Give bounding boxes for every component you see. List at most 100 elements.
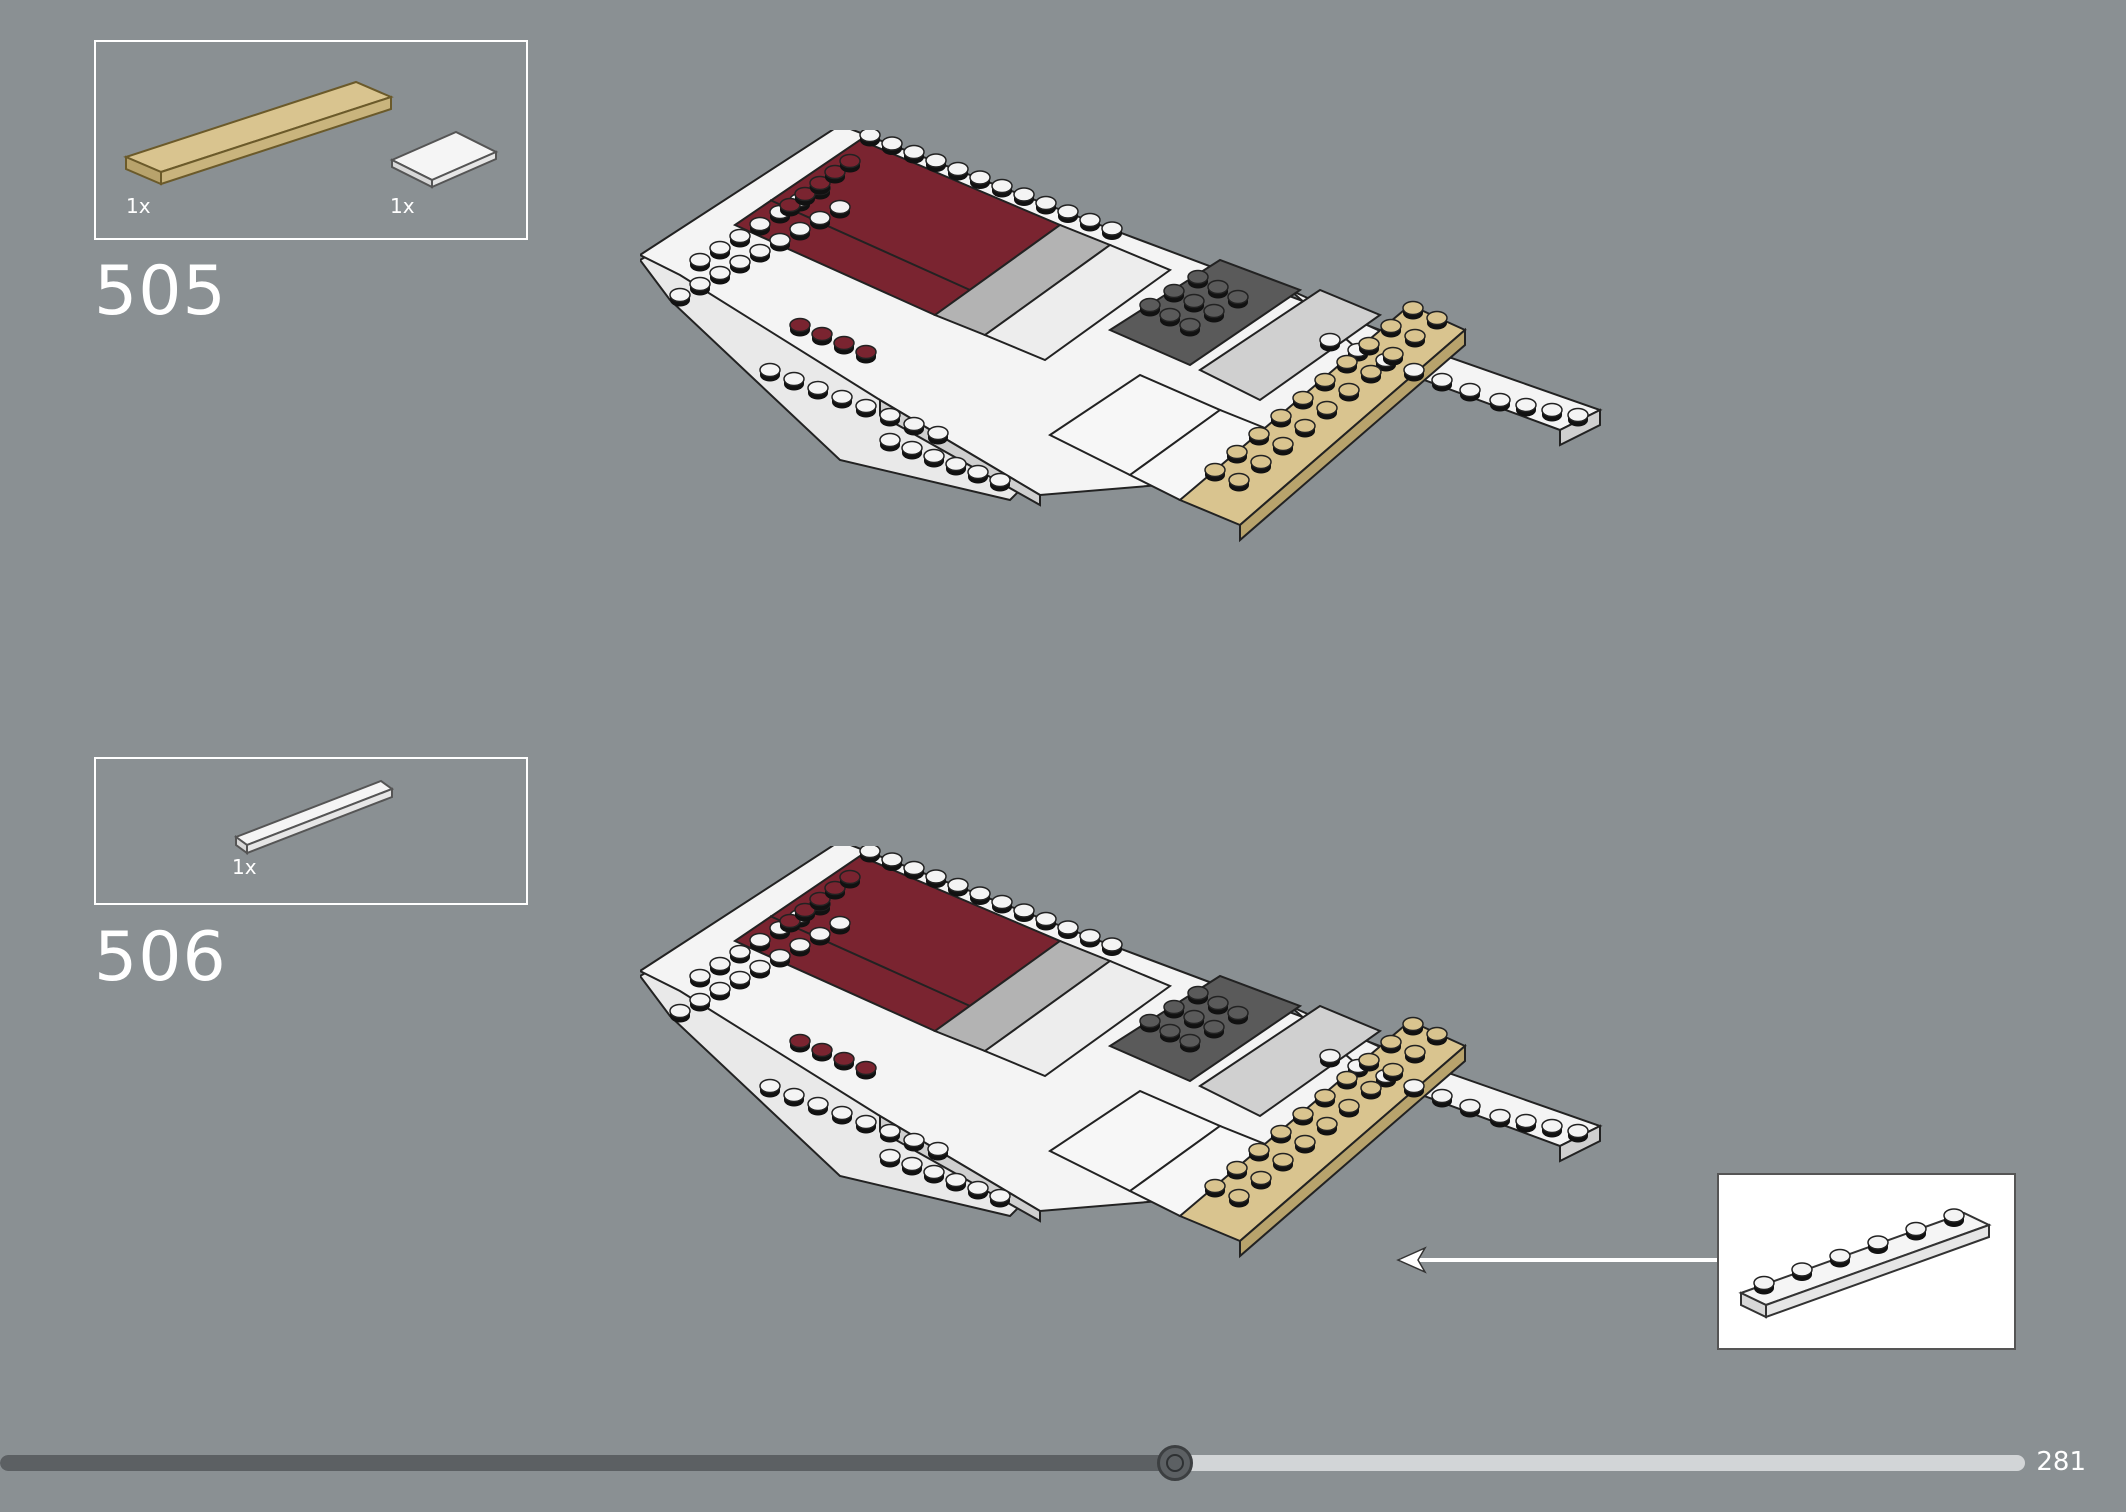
stud [729,254,751,274]
stud [1248,1142,1270,1162]
stud [1336,354,1358,374]
stud [1228,1188,1250,1208]
stud [689,276,711,296]
step-number: 505 [94,252,227,331]
stud [903,144,925,164]
stud [855,1114,877,1134]
stud [749,243,771,263]
stud [1404,328,1426,348]
stud [1294,418,1316,438]
stud [1382,1062,1404,1082]
stud [1316,400,1338,420]
stud [1431,372,1453,392]
stud [759,362,781,382]
stud [989,1188,1011,1208]
stud [903,860,925,880]
stud [689,992,711,1012]
stud [729,970,751,990]
stud [1057,920,1079,939]
stud [1360,364,1382,384]
stud [1013,903,1035,922]
stud [1035,195,1057,215]
stud [789,1033,811,1053]
stud [831,1105,853,1125]
step-number: 506 [94,918,227,997]
stud [709,265,731,285]
stud [689,252,711,272]
stud [1272,436,1294,456]
stud [1057,204,1079,223]
stud [1270,408,1292,428]
stud [749,959,771,979]
stud [1515,1113,1537,1133]
stud [1567,1123,1589,1143]
stud [1541,1118,1563,1138]
stud [1753,1275,1775,1295]
stud [925,153,947,172]
stud [1402,300,1424,320]
stud [927,425,949,445]
stud [879,407,901,427]
stud [881,136,903,155]
stud [1159,307,1181,327]
stud [1227,1005,1249,1025]
tan-plate-part [123,80,394,186]
stud [709,240,731,260]
parts-illustration [123,80,499,189]
stud [831,389,853,409]
stud [794,902,816,922]
stud [903,416,925,436]
stud [833,1051,855,1071]
stud [901,440,923,460]
stud [1101,937,1123,956]
stud [1228,472,1250,492]
stud [769,232,791,252]
stud [1203,303,1225,323]
stud [809,175,831,195]
stud [779,913,801,933]
stud [1207,995,1229,1015]
stud [1358,1052,1380,1072]
white-plate-part [233,779,395,855]
stud [807,380,829,400]
stud [839,869,861,889]
stud [729,228,751,248]
stud [1404,1044,1426,1064]
recessed-channel [1198,1004,1383,1118]
parts-list-box: 1x [94,757,528,905]
stud [1541,402,1563,422]
stud [759,1078,781,1098]
stud [811,1042,833,1062]
stud [709,956,731,976]
stud [945,456,967,476]
stud [1905,1221,1927,1241]
stud [1489,1108,1511,1128]
stud [1159,1023,1181,1043]
page-progress-bar[interactable] [0,1445,2025,1481]
stud [1079,212,1101,232]
stud [709,981,731,1001]
placement-arrow [1396,1246,1718,1274]
stud [903,1132,925,1152]
stud [1319,332,1341,352]
stud [1360,1080,1382,1100]
stud [1292,390,1314,410]
stud [749,216,771,236]
stud [789,937,811,957]
model-assembly-step-505 [640,130,1603,543]
stud [829,199,851,219]
stud [1179,317,1201,337]
stud [991,894,1013,914]
stud [669,1003,691,1023]
stud [1567,407,1589,427]
stud [989,472,1011,492]
stud [1272,1152,1294,1172]
stud [824,164,846,184]
stud [811,326,833,346]
stud [1829,1248,1851,1268]
stud [1314,1088,1336,1108]
stud [809,891,831,911]
progress-slider-handle[interactable] [1156,1445,1193,1481]
stud [1319,1048,1341,1068]
stud [927,1141,949,1161]
